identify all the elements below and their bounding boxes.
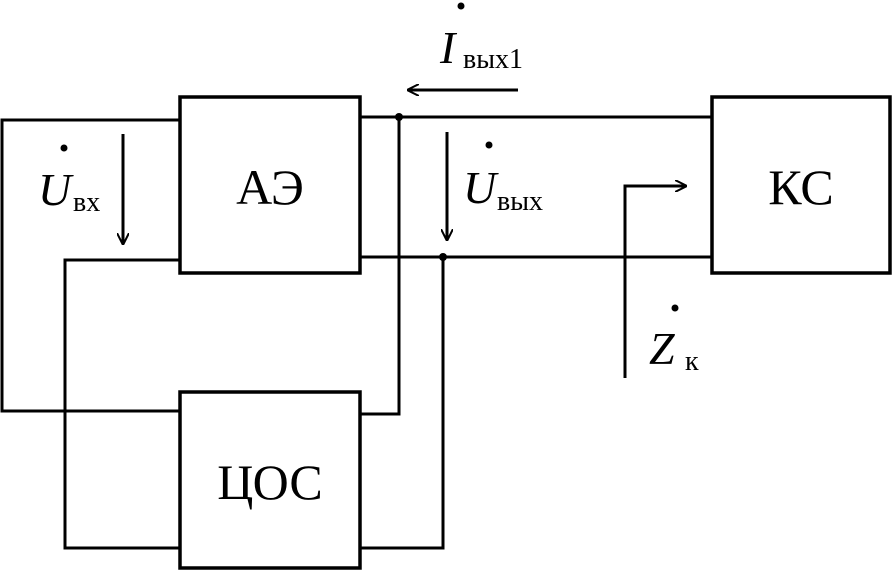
u-out-phasor-dot — [485, 141, 493, 149]
block-amplifier: АЭ — [178, 95, 362, 275]
junction-dot-top — [395, 113, 403, 121]
wire-feedback-bottom — [360, 257, 445, 550]
u-out-subscript: вых — [497, 186, 543, 217]
u-in-symbol: U — [38, 164, 74, 215]
block-feedback: ЦОС — [178, 390, 362, 570]
label-z-load: Z к — [649, 304, 699, 377]
label-u-out: U вых — [463, 141, 543, 217]
block-amplifier-label: АЭ — [236, 159, 304, 215]
wire-feedback-top — [360, 117, 401, 416]
z-load-subscript: к — [685, 346, 699, 377]
wire-input-bottom-loop — [63, 258, 180, 550]
wire-input-top-loop — [0, 118, 180, 413]
i-out-subscript: вых1 — [463, 44, 523, 75]
z-load-symbol: Z — [649, 323, 675, 374]
label-u-in: U вх — [38, 144, 100, 218]
u-in-subscript: вх — [73, 187, 100, 218]
i-out-symbol: I — [439, 22, 458, 73]
u-in-phasor-dot — [60, 144, 68, 152]
wires — [0, 115, 712, 550]
label-i-out: I вых1 — [439, 2, 523, 75]
i-out-phasor-dot — [457, 2, 465, 10]
arrow-z-load — [623, 186, 686, 378]
block-load-label: КС — [768, 159, 833, 215]
block-feedback-label: ЦОС — [217, 454, 323, 510]
junction-dot-bottom — [439, 253, 447, 261]
block-load: КС — [710, 95, 892, 275]
u-out-symbol: U — [463, 162, 499, 213]
z-load-phasor-dot — [671, 304, 679, 312]
